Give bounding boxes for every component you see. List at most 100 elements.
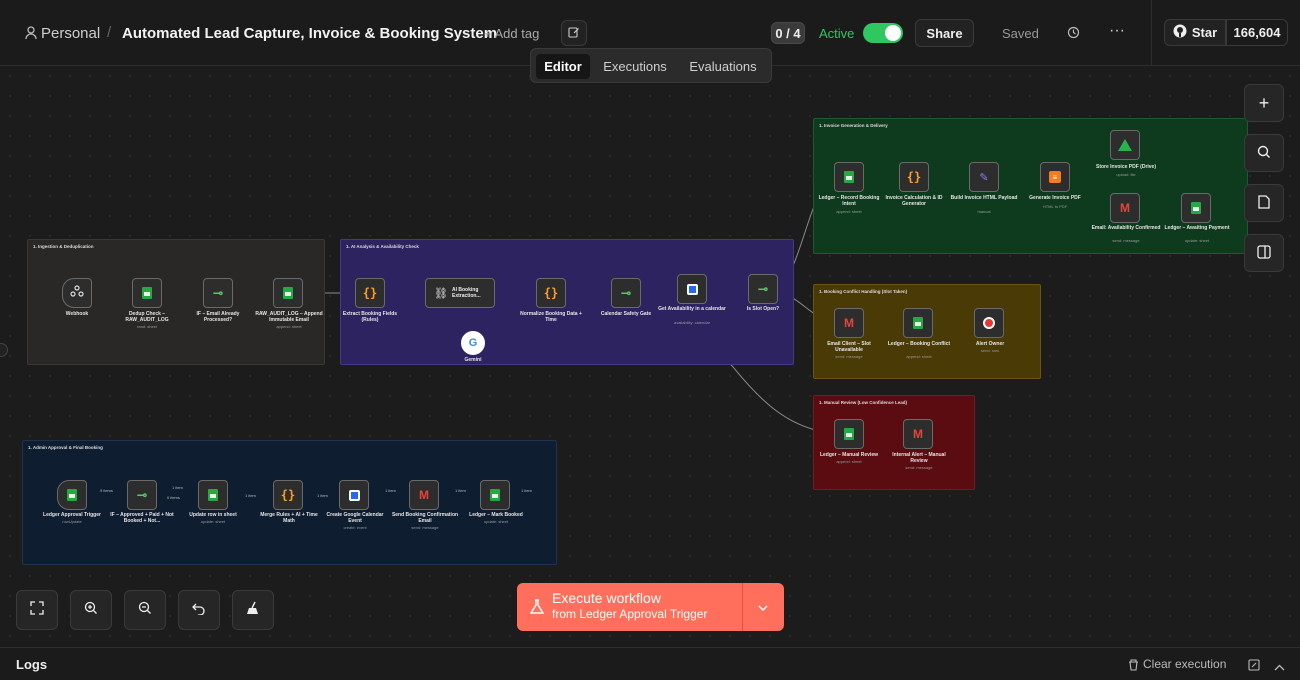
active-label: Active: [819, 26, 855, 41]
search-icon: [1257, 143, 1271, 164]
tidy-up-button[interactable]: [232, 590, 274, 630]
sub-store-pdf: upload: file: [1116, 172, 1136, 177]
execute-workflow-button[interactable]: Execute workflow from Ledger Approval Tr…: [517, 583, 784, 631]
sticky-note-button[interactable]: [1244, 184, 1284, 222]
more-options-icon[interactable]: ···: [1109, 22, 1125, 39]
edge-label: 1 item: [317, 493, 328, 498]
node-build-html[interactable]: ✎: [969, 162, 999, 192]
add-node-button[interactable]: +: [1244, 84, 1284, 122]
code-icon: {}: [906, 170, 922, 184]
label-is-slot-open: Is Slot Open?: [746, 306, 780, 312]
undo-button[interactable]: [178, 590, 220, 630]
tab-editor[interactable]: Editor: [536, 54, 590, 79]
node-invoice-calc[interactable]: {}: [899, 162, 929, 192]
node-ledger-record[interactable]: [834, 162, 864, 192]
trash-icon[interactable]: [1128, 658, 1139, 676]
search-button[interactable]: [1244, 134, 1284, 172]
sub-email-confirmed: send: message: [1112, 238, 1140, 243]
add-tag-link[interactable]: + Add tag: [484, 26, 540, 41]
code-icon: {}: [362, 286, 378, 300]
label-ledger-awaiting: Ledger – Awaiting Payment: [1164, 225, 1230, 231]
panel-toggle-button[interactable]: [1244, 234, 1284, 272]
node-ledger-booked[interactable]: [480, 480, 510, 510]
gmail-icon: M: [913, 427, 923, 441]
label-webhook: Webhook: [65, 311, 89, 317]
node-webhook[interactable]: [62, 278, 92, 308]
sheets-icon: [1191, 202, 1201, 214]
group-title: 1. Admin Approval & Final Booking: [28, 445, 103, 450]
github-star-button[interactable]: Star: [1164, 19, 1226, 46]
node-is-slot-open[interactable]: ⊸: [748, 274, 778, 304]
tab-evaluations[interactable]: Evaluations: [689, 59, 757, 74]
chevron-up-icon[interactable]: [1274, 659, 1285, 677]
chevron-down-icon[interactable]: [757, 600, 769, 618]
star-label: Star: [1191, 25, 1218, 40]
node-store-pdf[interactable]: [1110, 130, 1140, 160]
label-email-confirmed: Email: Availability Confirmed: [1091, 225, 1161, 231]
breadcrumb-workspace[interactable]: Personal: [41, 25, 101, 42]
gmail-icon: M: [1120, 201, 1130, 215]
logs-bar[interactable]: Logs Clear execution: [0, 647, 1300, 680]
sub-update-row: update: sheet: [200, 519, 226, 524]
node-update-row[interactable]: [198, 480, 228, 510]
alert-icon: [983, 317, 995, 329]
active-toggle[interactable]: [863, 23, 903, 43]
zoom-out-button[interactable]: [124, 590, 166, 630]
label-create-event: Create Google Calendar Event: [326, 512, 384, 524]
popout-icon[interactable]: [1248, 658, 1260, 676]
node-gemini[interactable]: G: [461, 331, 485, 355]
node-alert-owner[interactable]: [974, 308, 1004, 338]
fit-view-button[interactable]: [16, 590, 58, 630]
node-email-confirmed[interactable]: M: [1110, 193, 1140, 223]
label-gemini: Gemini: [464, 357, 482, 363]
node-ledger-trigger[interactable]: [57, 480, 87, 510]
if-icon: ⊸: [620, 286, 632, 300]
calendar-icon: [348, 489, 360, 501]
node-if-processed[interactable]: ⊸: [203, 278, 233, 308]
label-normalize: Normalize Booking Data + Time: [520, 311, 582, 323]
share-button[interactable]: Share: [915, 19, 974, 47]
node-if-approved[interactable]: ⊸: [127, 480, 157, 510]
node-internal-alert[interactable]: M: [903, 419, 933, 449]
github-icon: [1173, 24, 1187, 41]
group-ai-analysis[interactable]: 1. AI Analysis & Availability Check: [340, 239, 794, 365]
edge-label: 9 items: [100, 488, 113, 493]
node-email-unavailable[interactable]: M: [834, 308, 864, 338]
node-get-availability[interactable]: [677, 274, 707, 304]
logs-label[interactable]: Logs: [16, 657, 48, 672]
node-extract-booking[interactable]: {}: [355, 278, 385, 308]
edit-description-button[interactable]: [561, 20, 587, 46]
breadcrumb-separator: /: [107, 24, 112, 41]
label-raw-audit: RAW_AUDIT_LOG – Append Immutable Email: [255, 311, 323, 323]
clear-execution-button[interactable]: Clear execution: [1143, 657, 1227, 671]
star-count[interactable]: 166,604: [1226, 19, 1288, 46]
node-ledger-conflict[interactable]: [903, 308, 933, 338]
node-ai-booking[interactable]: ⛓ AI Booking Extraction...: [425, 278, 495, 308]
divider: [1151, 0, 1152, 66]
node-send-confirmation[interactable]: M: [409, 480, 439, 510]
node-dedup-check[interactable]: [132, 278, 162, 308]
group-invoice[interactable]: 1. Invoice Generation & Delivery: [813, 118, 1248, 254]
sheets-icon: [208, 489, 218, 501]
node-generate-pdf[interactable]: ≡: [1040, 162, 1070, 192]
node-normalize[interactable]: {}: [536, 278, 566, 308]
node-create-event[interactable]: [339, 480, 369, 510]
gmail-icon: M: [419, 488, 429, 502]
label-invoice-calc: Invoice Calculation & ID Generator: [885, 195, 943, 207]
undo-icon: [192, 601, 206, 619]
history-icon[interactable]: [1067, 26, 1080, 44]
sub-ledger-conflict: append: sheet: [906, 354, 932, 359]
edge-label: 1 item: [245, 493, 256, 498]
node-raw-audit[interactable]: [273, 278, 303, 308]
workflow-title[interactable]: Automated Lead Capture, Invoice & Bookin…: [122, 25, 498, 42]
sub-internal-alert: send: message: [905, 465, 933, 470]
node-ledger-manual[interactable]: [834, 419, 864, 449]
node-calendar-safety[interactable]: ⊸: [611, 278, 641, 308]
zoom-in-button[interactable]: [70, 590, 112, 630]
node-ledger-awaiting[interactable]: [1181, 193, 1211, 223]
user-icon: [25, 26, 37, 40]
workflow-canvas[interactable]: 1. Ingestion & Deduplication 1. AI Analy…: [0, 66, 1300, 647]
node-merge-rules[interactable]: {}: [273, 480, 303, 510]
edge-label: 1 item: [172, 485, 183, 490]
tab-executions[interactable]: Executions: [603, 59, 667, 74]
